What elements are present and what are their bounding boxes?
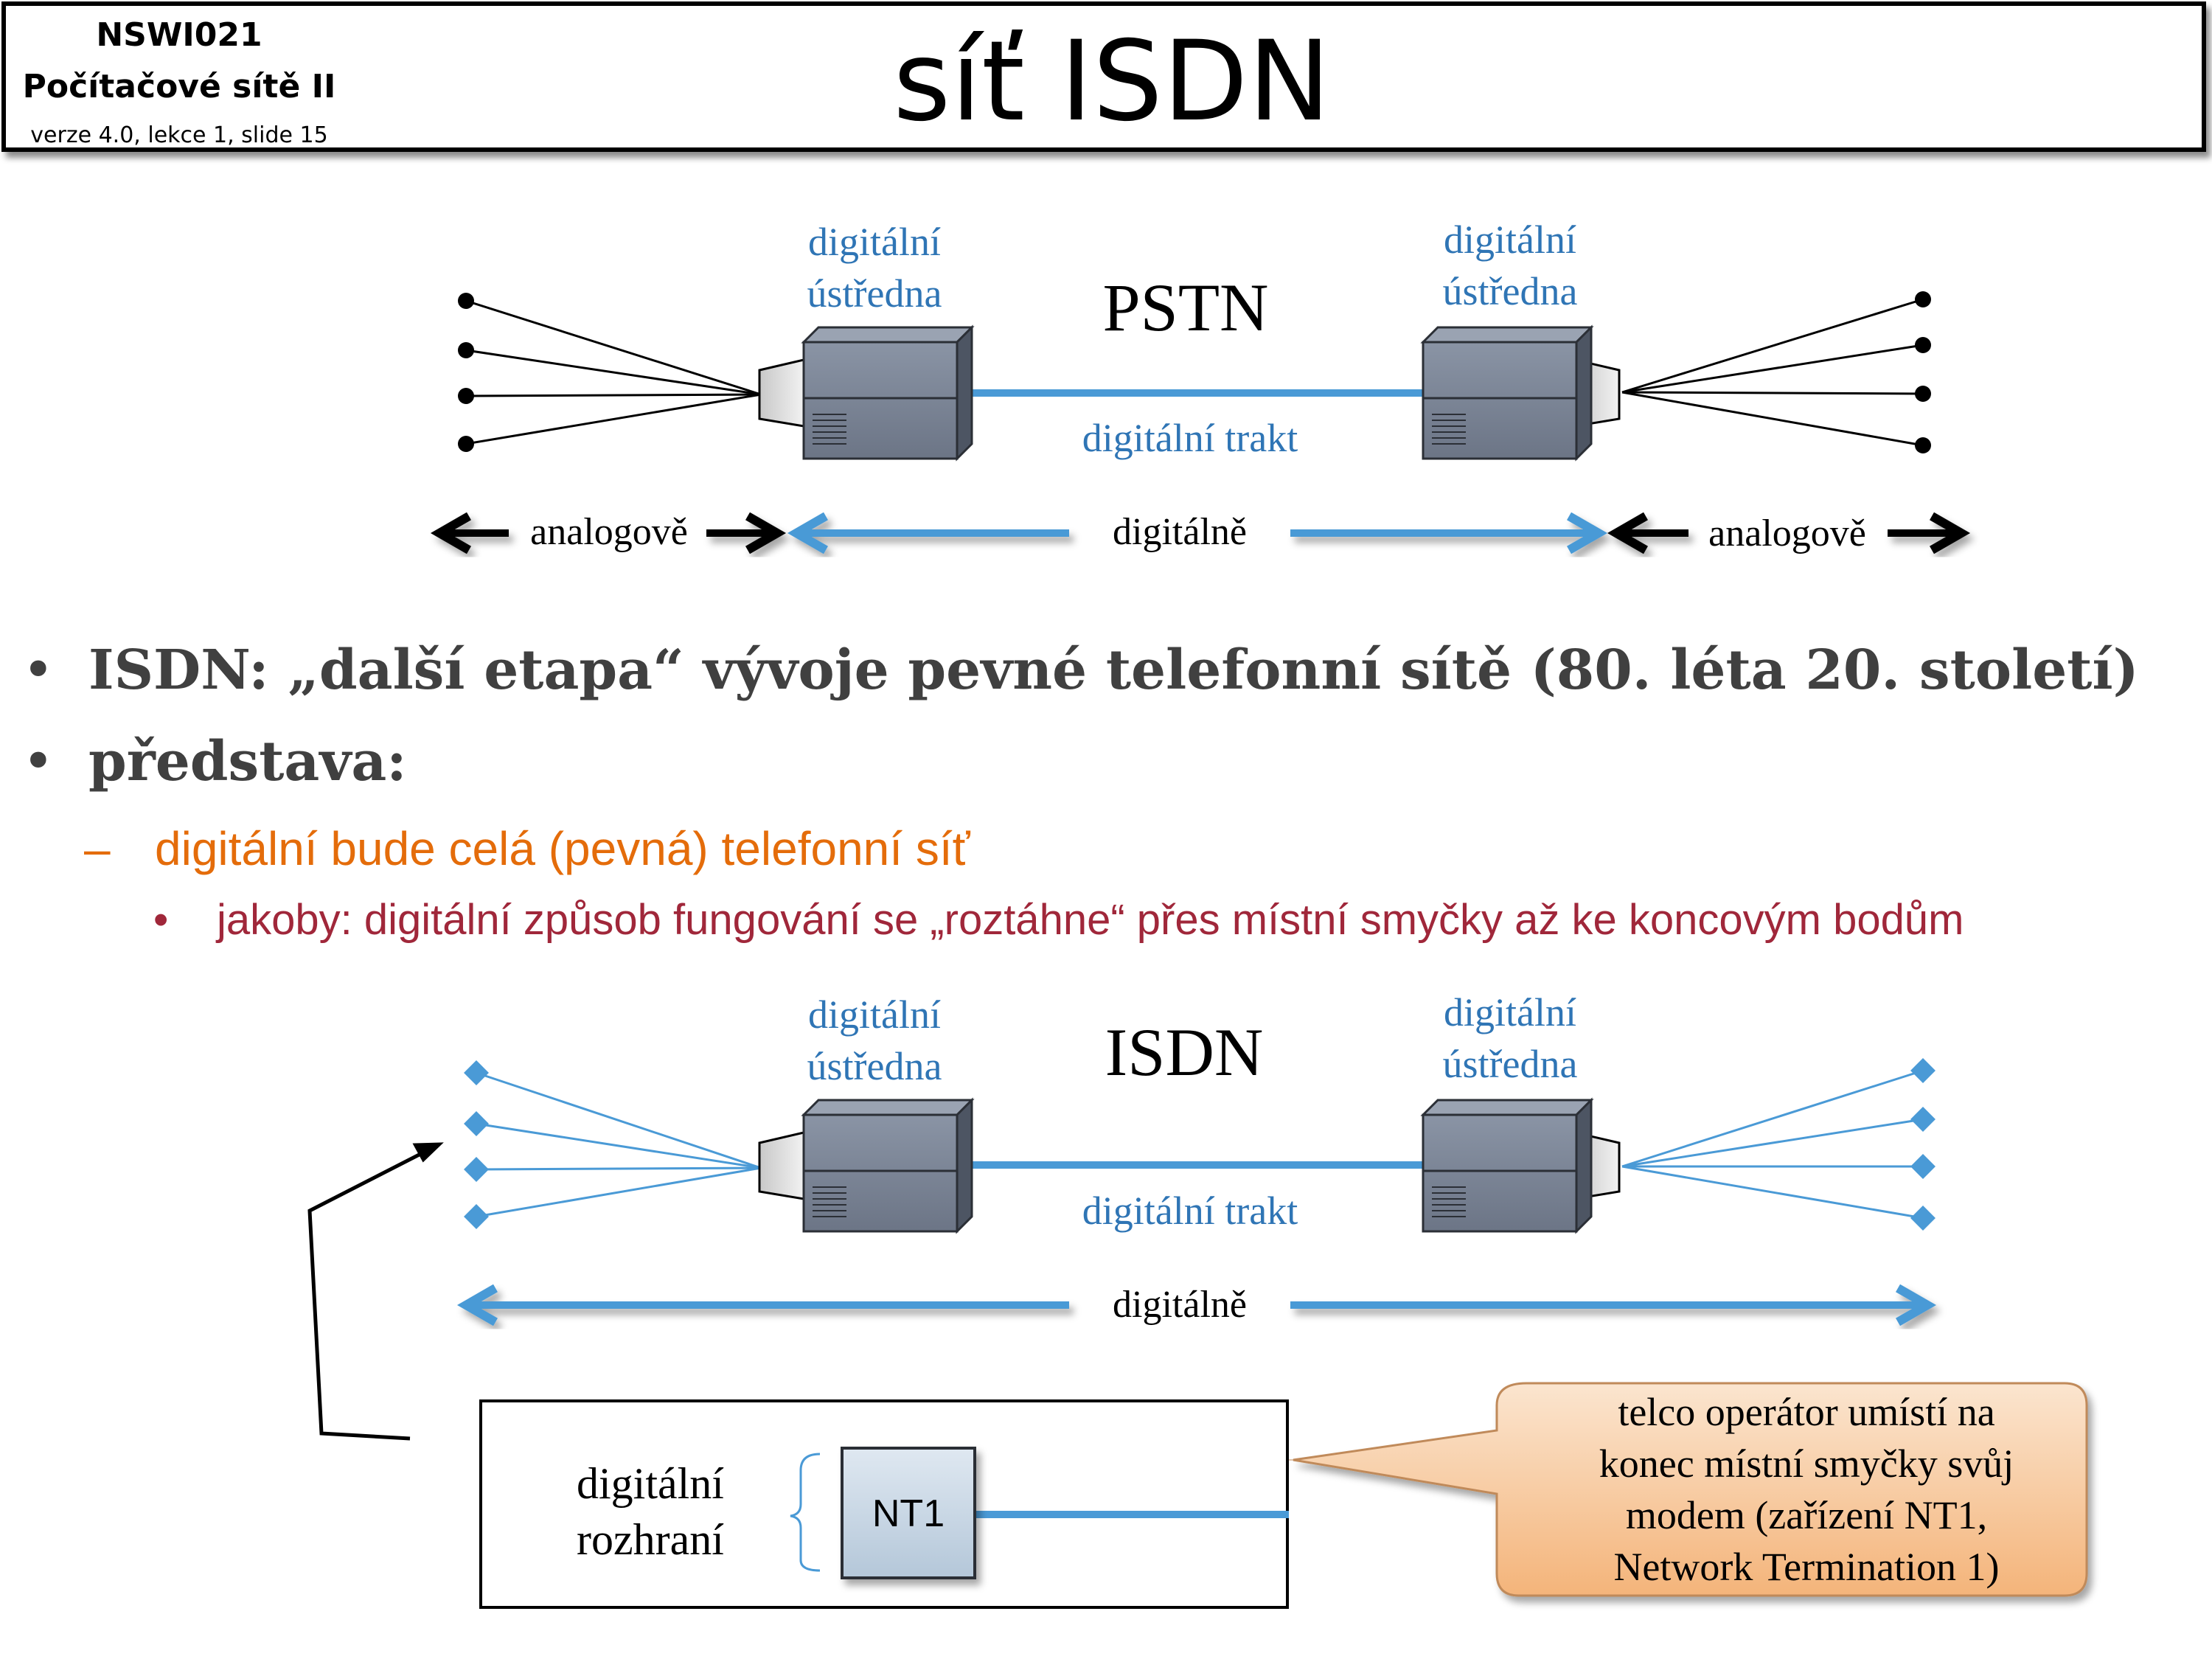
pstn-right-exchange-label-2: ústředna — [1443, 269, 1578, 313]
interface-label-1: digitální — [577, 1459, 724, 1508]
callout-line-2: konec místní smyčky svůj — [1599, 1441, 2014, 1486]
interface-label-2: rozhraní — [577, 1515, 724, 1564]
bullet-marker: • — [22, 730, 55, 793]
pstn-left-span-label: analogově — [530, 511, 688, 553]
left-isdn-lines — [476, 1071, 762, 1218]
right-analog-lines — [1621, 298, 1924, 447]
right-analog-span-arrow — [1607, 512, 1971, 554]
nt1-device — [841, 1447, 976, 1579]
callout-line-1: telco operátor umístí na — [1618, 1390, 1995, 1434]
isdn-trunk-label: digitální trakt — [1082, 1189, 1298, 1233]
nt1-label: NT1 — [872, 1492, 945, 1535]
bullet-isdn-text: ISDN: „další etapa“ vývoje pevné telefon… — [88, 639, 2139, 702]
isdn-digital-span-arrow — [456, 1284, 1937, 1326]
pstn-right-exchange-label-1: digitální — [1444, 218, 1576, 262]
pstn-right-span-label: analogově — [1708, 512, 1866, 554]
isdn-diagram: digitální ústředna digitální ústředna IS… — [307, 990, 1937, 1572]
sub-bullet-digital-text: digitální bude celá (pevná) telefonní sí… — [155, 822, 970, 875]
isdn-span-label: digitálně — [1113, 1284, 1247, 1326]
isdn-right-exchange-label-2: ústředna — [1443, 1042, 1578, 1086]
right-isdn-lines — [1621, 1069, 1924, 1220]
callout-bubble — [1293, 1382, 2088, 1597]
pstn-left-exchange-label-1: digitální — [808, 220, 941, 264]
pstn-trunk-label: digitální trakt — [1082, 416, 1298, 460]
left-exchange-icon — [758, 324, 975, 462]
right-isdn-endpoints — [1910, 1058, 1935, 1231]
isdn-network-label: ISDN — [1105, 1015, 1264, 1090]
slide-info: verze 4.0, lekce 1, slide 15 — [30, 122, 328, 148]
pstn-diagram: digitální ústředna digitální ústředna PS… — [430, 218, 1971, 554]
pointer-arrow — [307, 1142, 444, 1441]
isdn-left-exchange-icon — [758, 1097, 975, 1234]
course-code: NSWI021 — [96, 16, 262, 54]
nt1-detail-box — [479, 1399, 1289, 1609]
course-name: Počítačové sítě II — [22, 68, 336, 105]
sub-bullet-marker: – — [84, 822, 111, 875]
right-phone-endpoints — [1915, 291, 1931, 453]
callout-text: telco operátor umístí na konec místní sm… — [1504, 1386, 2109, 1593]
pstn-left-exchange-label-2: ústředna — [807, 271, 942, 316]
callout-line-3: modem (zařízení NT1, — [1625, 1493, 1988, 1537]
isdn-left-exchange-label-1: digitální — [808, 992, 941, 1037]
isdn-right-exchange-icon — [1420, 1097, 1621, 1234]
bullet-marker: • — [22, 639, 55, 702]
bullet-predstava-text: představa: — [88, 730, 407, 793]
callout-line-4: Network Termination 1) — [1613, 1545, 2000, 1589]
left-phone-endpoints — [458, 293, 474, 452]
digital-span-arrow — [787, 512, 1608, 554]
slide-header: NSWI021 Počítačové sítě II verze 4.0, le… — [1, 1, 2206, 152]
left-analog-span-arrow — [430, 512, 787, 554]
sub-sub-bullet-marker: • — [153, 896, 169, 944]
isdn-right-exchange-label-1: digitální — [1444, 990, 1576, 1034]
slide-title: síť ISDN — [893, 18, 1331, 146]
pstn-network-label: PSTN — [1103, 270, 1269, 345]
right-exchange-icon — [1420, 324, 1621, 462]
left-analog-lines — [465, 299, 762, 445]
pstn-middle-span-label: digitálně — [1113, 511, 1247, 553]
isdn-left-exchange-label-2: ústředna — [807, 1044, 942, 1088]
sub-sub-bullet-jakoby-text: jakoby: digitální způsob fungování se „r… — [217, 896, 1964, 944]
left-isdn-endpoints — [464, 1060, 489, 1229]
